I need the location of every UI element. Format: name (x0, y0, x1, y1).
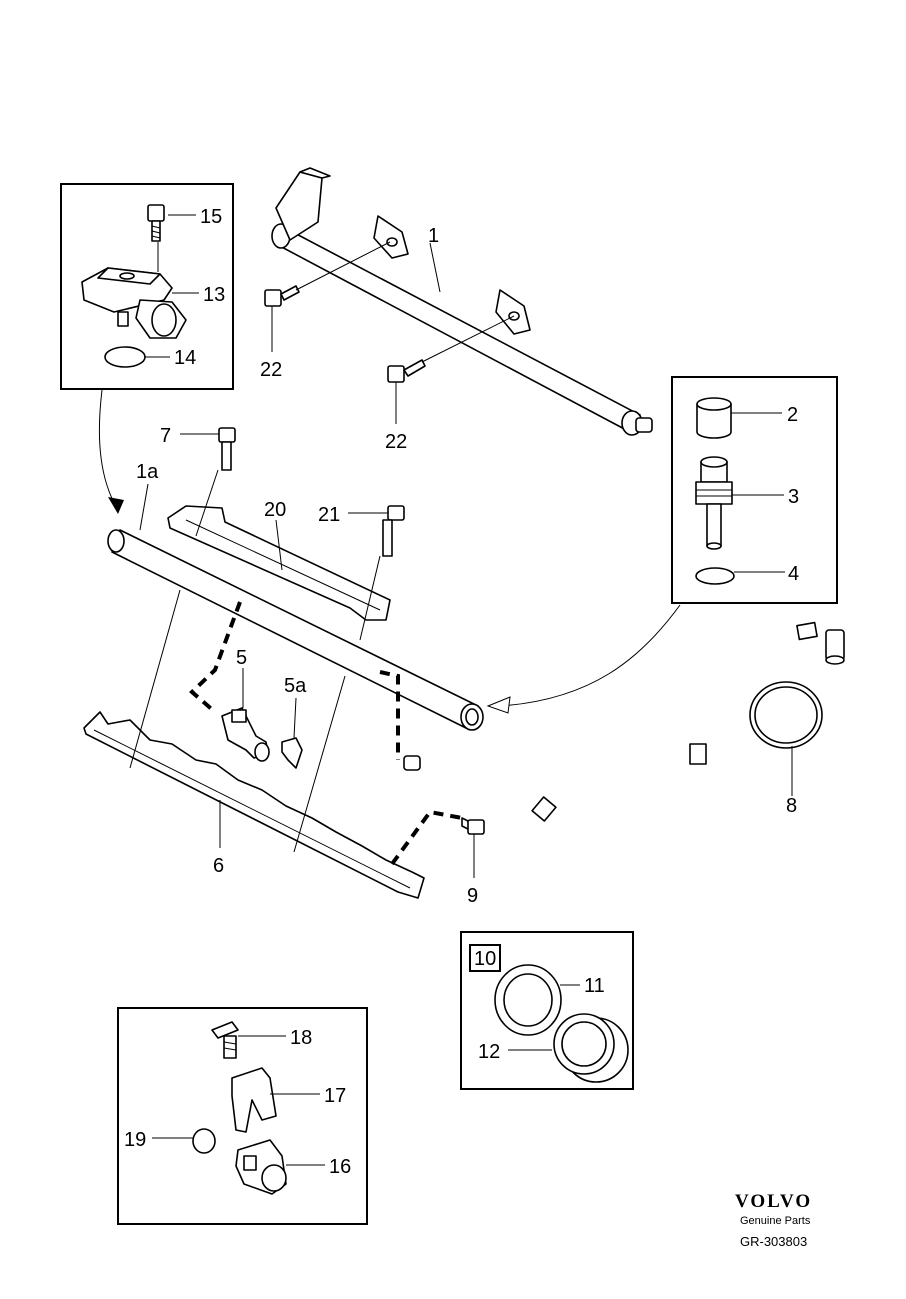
bolt-9 (461, 817, 485, 835)
label-1a: 1a (136, 461, 159, 483)
label-5: 5 (236, 647, 247, 669)
housing-16 (235, 1139, 287, 1195)
inset-box-sensor (60, 183, 234, 390)
diagram-code: GR-303803 (740, 1234, 808, 1249)
label-22-right: 22 (385, 431, 407, 453)
label-5a: 5a (284, 675, 307, 697)
bolt-22-left (264, 285, 300, 307)
label-3: 3 (788, 486, 799, 508)
inset-box-clamp (117, 1007, 368, 1225)
label-20: 20 (264, 499, 286, 521)
heat-shield-20 (167, 505, 391, 621)
label-22-left: 22 (260, 359, 282, 381)
cap-2 (696, 397, 732, 439)
arrowhead (108, 497, 124, 514)
seal-14 (104, 346, 146, 368)
dashed-bolt-path (390, 809, 463, 866)
fuel-rail-1a (107, 529, 484, 731)
seal-11 (494, 964, 562, 1036)
label-12: 12 (478, 1041, 500, 1063)
label-13: 13 (203, 284, 225, 306)
seal-12 (553, 1013, 629, 1083)
valve-3 (695, 456, 733, 550)
injector-5 (221, 707, 270, 762)
bolt-15 (147, 204, 165, 242)
screw-18 (211, 1021, 239, 1059)
arrowhead-valve (486, 696, 511, 714)
label-1: 1 (428, 225, 439, 247)
label-17: 17 (324, 1085, 346, 1107)
fuel-line-8 (403, 621, 845, 838)
seal-19 (192, 1128, 216, 1154)
label-16: 16 (329, 1156, 351, 1178)
pressure-sensor-13 (81, 267, 187, 339)
label-14: 14 (174, 347, 196, 369)
bolt-7 (218, 427, 236, 471)
label-9: 9 (467, 885, 478, 907)
dashed-fuel-line-path (379, 670, 400, 760)
label-19: 19 (124, 1129, 146, 1151)
seal-4 (695, 567, 735, 585)
label-8: 8 (786, 795, 797, 817)
fuel-rail-1 (271, 167, 653, 436)
label-2: 2 (787, 404, 798, 426)
manifold-plate-6 (83, 711, 425, 899)
clip-17 (231, 1067, 277, 1133)
inset-box-valve (671, 376, 838, 604)
inset-box-seals (460, 931, 634, 1090)
label-box-10 (469, 944, 501, 972)
bolt-22-right (387, 359, 426, 383)
volvo-logo: VOLVO (735, 1191, 813, 1212)
label-7: 7 (160, 425, 171, 447)
label-15: 15 (200, 206, 222, 228)
brand-subtitle: Genuine Parts (740, 1215, 811, 1227)
dashed-injector-path (189, 601, 242, 714)
label-11: 11 (584, 975, 605, 997)
label-10: 10 (474, 948, 496, 970)
arrow-valve-to-rail (499, 604, 681, 707)
arrow-inset-to-rail (98, 389, 119, 511)
label-4: 4 (788, 563, 799, 585)
clip-5a (281, 737, 303, 769)
label-21: 21 (318, 504, 340, 526)
label-6: 6 (213, 855, 224, 877)
label-18: 18 (290, 1027, 312, 1049)
